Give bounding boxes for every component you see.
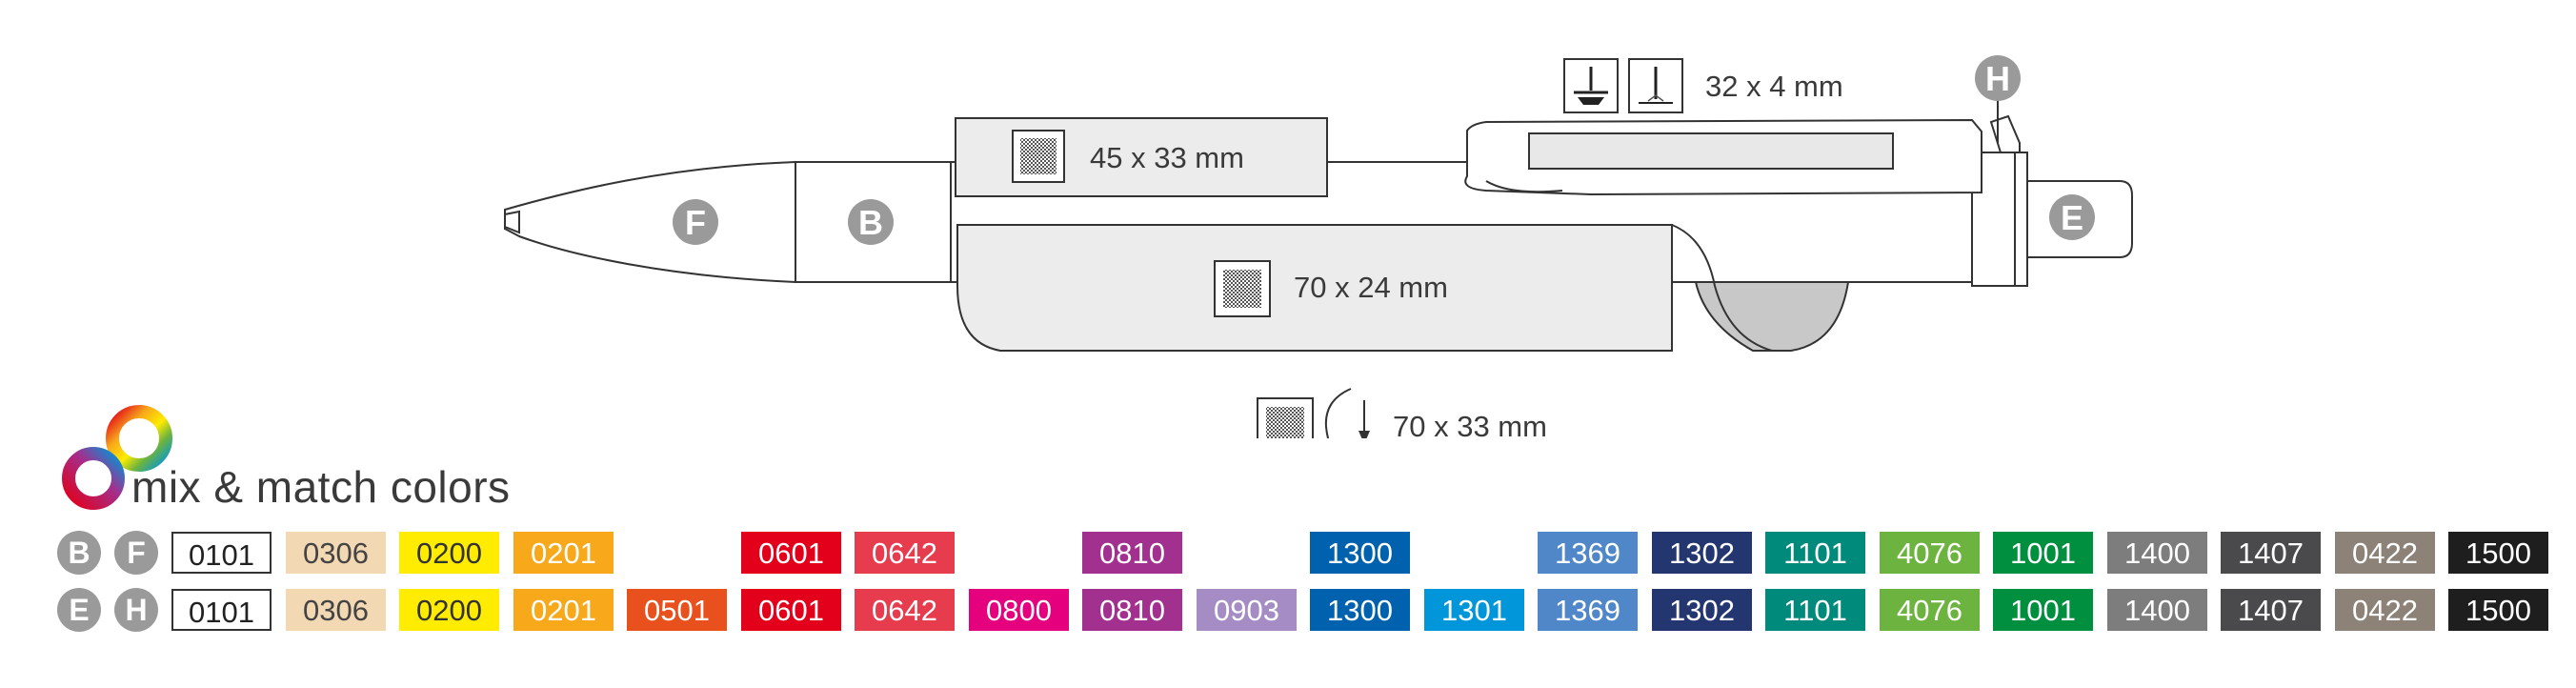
color-swatch-0800: 0800	[969, 589, 1069, 631]
barrel-front-imprint-size: 70 x 24 mm	[1294, 271, 1448, 304]
color-swatch-1302: 1302	[1652, 589, 1752, 631]
color-swatch-0642: 0642	[855, 589, 955, 631]
color-swatch-0422: 0422	[2335, 589, 2435, 631]
color-swatch-1500: 1500	[2448, 532, 2548, 574]
color-swatch-0306: 0306	[286, 589, 386, 631]
row-badge-f: F	[114, 531, 158, 575]
clip-imprint-size: 32 x 4 mm	[1705, 70, 1843, 103]
svg-text:B: B	[858, 203, 883, 242]
color-swatch-1300: 1300	[1310, 532, 1410, 574]
color-swatch-1400: 1400	[2107, 589, 2207, 631]
color-swatch-0422: 0422	[2335, 532, 2435, 574]
pad-print-icon	[1563, 58, 1619, 113]
color-swatch-4076: 4076	[1880, 532, 1980, 574]
color-swatch-1101: 1101	[1765, 589, 1865, 631]
color-swatch-1301: 1301	[1424, 589, 1524, 631]
color-swatch-0200: 0200	[399, 589, 499, 631]
color-swatch-0306: 0306	[286, 532, 386, 574]
color-swatch-0201: 0201	[513, 589, 614, 631]
mix-match-logo	[62, 405, 172, 510]
color-swatch-0501: 0501	[627, 589, 727, 631]
part-e-marker: E	[2049, 194, 2095, 240]
color-swatch-0810: 0810	[1082, 589, 1182, 631]
color-swatch-0903: 0903	[1197, 589, 1297, 631]
color-swatch-1400: 1400	[2107, 532, 2207, 574]
part-h-marker: H	[1975, 55, 2021, 101]
color-swatch-0810: 0810	[1082, 532, 1182, 574]
laser-engraving-icon	[1628, 58, 1683, 113]
barrel-top-imprint-size: 45 x 33 mm	[1090, 141, 1244, 174]
color-swatch-0200: 0200	[399, 532, 499, 574]
svg-text:H: H	[1985, 59, 2010, 98]
row-badge-e: E	[57, 588, 101, 632]
row-badge-b: B	[57, 531, 101, 575]
color-swatch-1001: 1001	[1993, 589, 2093, 631]
mix-match-heading: mix & match colors	[131, 462, 511, 512]
row-badge-h: H	[114, 588, 158, 632]
color-swatch-1407: 1407	[2221, 532, 2321, 574]
color-swatch-0601: 0601	[741, 589, 841, 631]
color-swatch-0201: 0201	[513, 532, 614, 574]
color-swatch-1407: 1407	[2221, 589, 2321, 631]
pen-tip	[504, 160, 796, 284]
color-swatch-1101: 1101	[1765, 532, 1865, 574]
color-swatch-1302: 1302	[1652, 532, 1752, 574]
pen-drawing: F B E H 32 x 4 mm 45 x 33 mm 70 x 24 mm …	[504, 55, 2133, 438]
color-swatch-0642: 0642	[855, 532, 955, 574]
color-swatch-0101: 0101	[171, 532, 272, 574]
part-b-marker: B	[848, 199, 894, 245]
color-swatch-1500: 1500	[2448, 589, 2548, 631]
svg-text:F: F	[685, 203, 706, 242]
color-swatch-1300: 1300	[1310, 589, 1410, 631]
wrap-imprint-size: 70 x 33 mm	[1393, 410, 1547, 438]
color-swatch-0101: 0101	[171, 589, 272, 631]
color-swatch-1369: 1369	[1538, 589, 1638, 631]
color-swatch-4076: 4076	[1880, 589, 1980, 631]
color-swatch-1001: 1001	[1993, 532, 2093, 574]
svg-text:E: E	[2061, 198, 2083, 237]
rotation-arrow-icon	[1324, 388, 1352, 438]
part-f-marker: F	[673, 199, 718, 245]
color-swatch-0601: 0601	[741, 532, 841, 574]
color-swatch-1369: 1369	[1538, 532, 1638, 574]
